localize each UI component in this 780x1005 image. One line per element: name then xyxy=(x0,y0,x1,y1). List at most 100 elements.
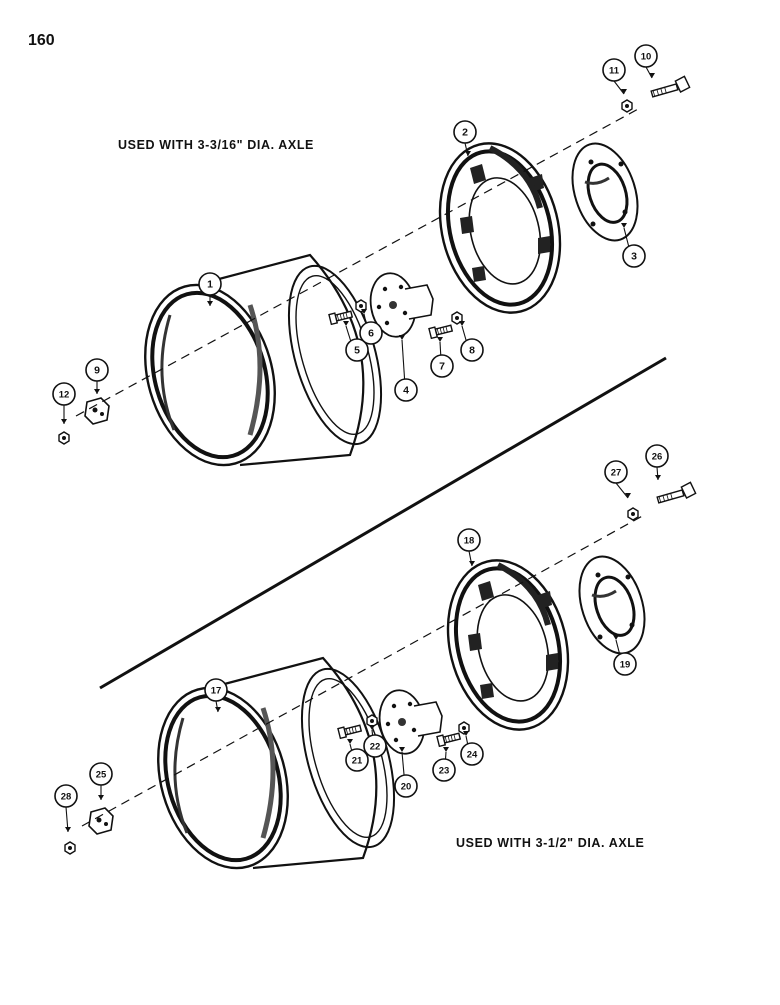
callout-21: 21 xyxy=(345,748,369,772)
leader-arrow-23 xyxy=(443,747,449,752)
callout-circle xyxy=(363,734,387,758)
callout-19: 19 xyxy=(613,652,637,676)
nut-27 xyxy=(627,507,639,521)
callout-number: 26 xyxy=(652,452,663,463)
callout-5: 5 xyxy=(345,338,369,362)
callout-27: 27 xyxy=(604,460,628,484)
center-disc-bottom xyxy=(431,548,585,743)
nut-28 xyxy=(64,841,76,855)
callout-2: 2 xyxy=(453,120,477,144)
callout-circle xyxy=(345,338,369,362)
leader-arrow-2 xyxy=(465,151,471,156)
axis-line-bottom xyxy=(81,513,647,827)
block-25 xyxy=(88,807,114,835)
leader-arrow-12 xyxy=(61,419,67,424)
rim-bottom xyxy=(138,658,412,884)
leader-arrow-3 xyxy=(621,223,627,228)
callout-number: 4 xyxy=(403,385,409,397)
clamp-plate-bottom xyxy=(566,546,658,664)
leader-arrow-22 xyxy=(369,725,375,730)
callout-circle xyxy=(602,58,626,82)
leader-arrow-24 xyxy=(463,731,469,736)
callout-number: 6 xyxy=(368,328,374,340)
leader-arrow-19 xyxy=(613,635,619,640)
callout-12: 12 xyxy=(52,382,76,406)
leader-arrow-6 xyxy=(361,309,367,314)
callout-number: 20 xyxy=(401,782,412,793)
bolt-23 xyxy=(436,730,462,748)
callout-number: 5 xyxy=(354,345,360,357)
leader-arrow-11 xyxy=(621,89,627,94)
callout-number: 7 xyxy=(439,361,445,373)
leader-arrow-1 xyxy=(207,301,213,306)
caption-top: USED WITH 3-3/16" DIA. AXLE xyxy=(118,138,314,152)
leader-arrow-4 xyxy=(399,335,405,340)
callout-number: 17 xyxy=(211,686,222,697)
callout-number: 8 xyxy=(469,345,475,357)
callout-number: 9 xyxy=(94,365,100,377)
nut-12 xyxy=(58,431,70,445)
callout-number: 19 xyxy=(620,660,631,671)
callout-24: 24 xyxy=(460,742,484,766)
clamp-plate-top xyxy=(559,133,651,251)
callout-number: 25 xyxy=(96,770,107,781)
bolt-10 xyxy=(649,75,691,101)
callout-circle xyxy=(345,748,369,772)
callout-3: 3 xyxy=(622,244,646,268)
callout-circle xyxy=(645,444,669,468)
nut-11 xyxy=(621,99,633,113)
callout-circle xyxy=(85,358,109,382)
center-disc-top xyxy=(423,131,577,326)
callout-20: 20 xyxy=(394,774,418,798)
callout-18: 18 xyxy=(457,528,481,552)
callout-number: 28 xyxy=(61,792,72,803)
callout-22: 22 xyxy=(363,734,387,758)
callout-10: 10 xyxy=(634,44,658,68)
callout-number: 10 xyxy=(641,52,652,63)
callout-circle xyxy=(432,758,456,782)
callout-8: 8 xyxy=(460,338,484,362)
callout-number: 27 xyxy=(611,468,622,479)
callout-number: 11 xyxy=(609,66,620,77)
callout-circle xyxy=(430,354,454,378)
callout-23: 23 xyxy=(432,758,456,782)
leader-arrow-7 xyxy=(437,337,443,342)
callout-circle xyxy=(634,44,658,68)
callout-11: 11 xyxy=(602,58,626,82)
callout-number: 24 xyxy=(467,750,478,761)
callout-number: 22 xyxy=(370,742,381,753)
callout-9: 9 xyxy=(85,358,109,382)
callout-circle xyxy=(394,774,418,798)
callout-circle xyxy=(622,244,646,268)
page-number: 160 xyxy=(28,32,55,49)
leader-arrow-10 xyxy=(649,73,655,78)
callout-circle xyxy=(52,382,76,406)
callout-circle xyxy=(460,338,484,362)
callout-circle xyxy=(204,678,228,702)
leader-arrow-8 xyxy=(459,321,465,326)
callout-25: 25 xyxy=(89,762,113,786)
callout-circle xyxy=(457,528,481,552)
callout-circle xyxy=(394,378,418,402)
leader-arrow-18 xyxy=(469,561,475,566)
callout-circle xyxy=(89,762,113,786)
caption-bottom: USED WITH 3-1/2" DIA. AXLE xyxy=(456,836,645,850)
callout-circle xyxy=(54,784,78,808)
callout-26: 26 xyxy=(645,444,669,468)
assembly-top xyxy=(58,75,691,481)
callout-17: 17 xyxy=(204,678,228,702)
leader-arrow-20 xyxy=(399,747,405,752)
callout-number: 3 xyxy=(631,251,637,263)
divider-line xyxy=(99,356,667,690)
bolt-26 xyxy=(655,481,697,507)
leader-arrow-9 xyxy=(94,389,100,394)
leader-11 xyxy=(613,80,625,95)
callout-circle xyxy=(460,742,484,766)
callout-number: 18 xyxy=(464,536,475,547)
callout-circle xyxy=(198,272,222,296)
callout-circle xyxy=(359,321,383,345)
leader-arrow-26 xyxy=(655,475,661,480)
